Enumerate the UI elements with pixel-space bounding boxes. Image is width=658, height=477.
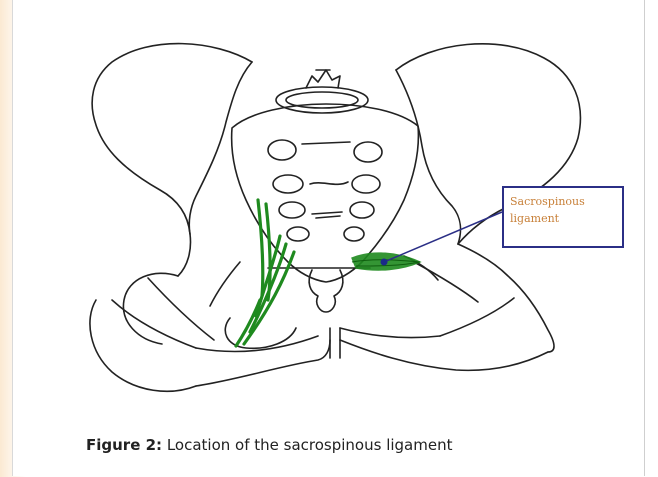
callout-pointer-dot [381, 259, 388, 266]
left-iliac-inner [189, 62, 252, 234]
right-pubic-ramus [340, 340, 548, 370]
left-ligament-fiber-1 [258, 200, 263, 296]
vertebral-ring-outer [276, 87, 368, 113]
callout-label: Sacrospinous ligament [510, 193, 616, 227]
foramen-l1 [268, 140, 296, 160]
foramen-r2 [352, 175, 380, 193]
coccyx [309, 270, 343, 312]
vertebral-ring-inner [286, 92, 358, 108]
left-ligament [236, 200, 294, 346]
foramen-l4 [287, 227, 309, 241]
figure-caption: Figure 2: Location of the sacrospinous l… [86, 436, 606, 454]
left-iliac-wing [92, 44, 252, 276]
foramen-r3 [350, 202, 374, 218]
callout-box: Sacrospinous ligament [502, 186, 624, 248]
foramen-r4 [344, 227, 364, 241]
right-iliac-inner [396, 70, 460, 244]
foramen-l2 [273, 175, 303, 193]
left-ischium [90, 300, 196, 391]
caption-text: Location of the sacrospinous ligament [167, 436, 453, 454]
left-acetabulum [123, 273, 178, 344]
spinous-process [306, 70, 340, 88]
caption-figure-label: Figure 2: [86, 436, 162, 454]
callout-pointer-line [384, 212, 502, 262]
pubic-symphysis [330, 328, 340, 358]
foramen-r1 [354, 142, 382, 162]
foramen-l3 [279, 202, 305, 218]
